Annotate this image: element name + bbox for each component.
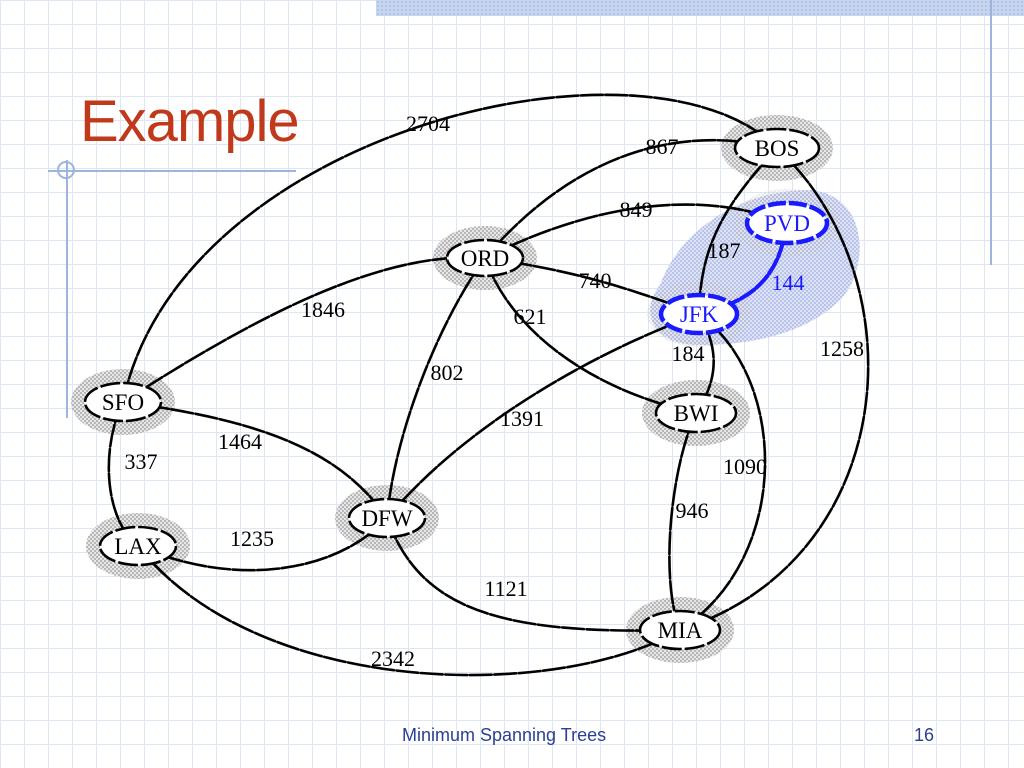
edge-dfw-jfk (385, 312, 701, 520)
node-label-sfo: SFO (102, 390, 144, 415)
node-pvd: PVD (744, 200, 830, 246)
edge-weight-sfo-dfw: 1464 (218, 429, 262, 454)
edge-weight-lax-mia: 2342 (371, 646, 415, 671)
node-jfk: JFK (658, 292, 740, 336)
edge-jfk-mia (678, 312, 767, 632)
edge-sfo-dfw (121, 400, 389, 520)
page-number: 16 (914, 725, 935, 745)
edge-weight-sfo-ord: 1846 (301, 297, 345, 322)
node-bwi: BWI (654, 392, 738, 434)
node-ord: ORD (445, 238, 525, 278)
node-label-lax: LAX (114, 534, 162, 559)
node-label-pvd: PVD (764, 211, 810, 236)
edge-weight-ord-bwi: 621 (514, 304, 547, 329)
footer-title: Minimum Spanning Trees (402, 725, 607, 745)
edge-weight-sfo-bos: 2704 (406, 111, 450, 136)
edge-weight-jfk-mia: 1090 (723, 454, 767, 479)
node-sfo: SFO (83, 381, 163, 423)
node-ellipse-mia (638, 609, 722, 651)
edge-weight-ord-pvd: 849 (620, 197, 653, 222)
node-ellipse-bwi (654, 392, 738, 434)
edge-bos-mia (678, 146, 870, 632)
right-decor-rule (990, 0, 992, 265)
edge-ord-bwi (483, 256, 698, 415)
edge-ord-pvd (483, 203, 789, 260)
edge-sfo-bos (121, 93, 779, 404)
edge-weight-dfw-jfk: 1391 (500, 406, 544, 431)
node-dfw: DFW (347, 497, 427, 539)
node-bos: BOS (733, 127, 821, 169)
node-ellipse-dfw (347, 497, 427, 539)
header-decor-band (376, 0, 1024, 16)
edge-dfw-mia (385, 516, 682, 632)
edge-weight-bwi-mia: 946 (676, 498, 709, 523)
node-label-dfw: DFW (361, 506, 412, 531)
edge-weight-dfw-mia: 1121 (484, 576, 527, 601)
edge-ord-dfw (385, 256, 487, 520)
node-ellipse-jfk (658, 292, 740, 336)
node-ellipse-pvd (744, 200, 830, 246)
node-label-jfk: JFK (680, 302, 719, 327)
edge-weight-ord-dfw: 802 (431, 360, 464, 385)
edge-lax-dfw (136, 516, 389, 572)
edge-lax-mia (136, 544, 682, 677)
edge-weight-bos-mia: 1258 (820, 336, 864, 361)
node-label-bwi: BWI (674, 401, 719, 426)
node-lax: LAX (98, 525, 178, 567)
node-mia: MIA (638, 609, 722, 651)
edge-ord-bos (483, 139, 779, 260)
title-vertical-rule (66, 160, 68, 418)
edge-weight-jfk-bos: 187 (708, 238, 741, 263)
edge-bwi-mia (668, 411, 698, 632)
node-ellipse-ord (445, 238, 525, 278)
slide-title: Example (80, 89, 300, 154)
edge-weight-lax-dfw: 1235 (230, 526, 274, 551)
node-ellipse-lax (98, 525, 178, 567)
edge-weight-sfo-lax: 337 (125, 449, 158, 474)
edge-weight-jfk-bwi: 184 (672, 341, 705, 366)
node-label-mia: MIA (658, 618, 703, 643)
edge-sfo-ord (121, 256, 487, 404)
edge-weight-pvd-jfk: 144 (772, 270, 805, 295)
edge-weight-ord-bos: 867 (646, 134, 679, 159)
node-label-ord: ORD (461, 246, 510, 271)
node-ellipse-bos (733, 127, 821, 169)
edge-weight-ord-jfk: 740 (579, 268, 612, 293)
title-rule-ring (57, 161, 75, 179)
title-underline-rule (48, 170, 296, 172)
node-label-bos: BOS (755, 136, 800, 161)
node-ellipse-sfo (83, 381, 163, 423)
